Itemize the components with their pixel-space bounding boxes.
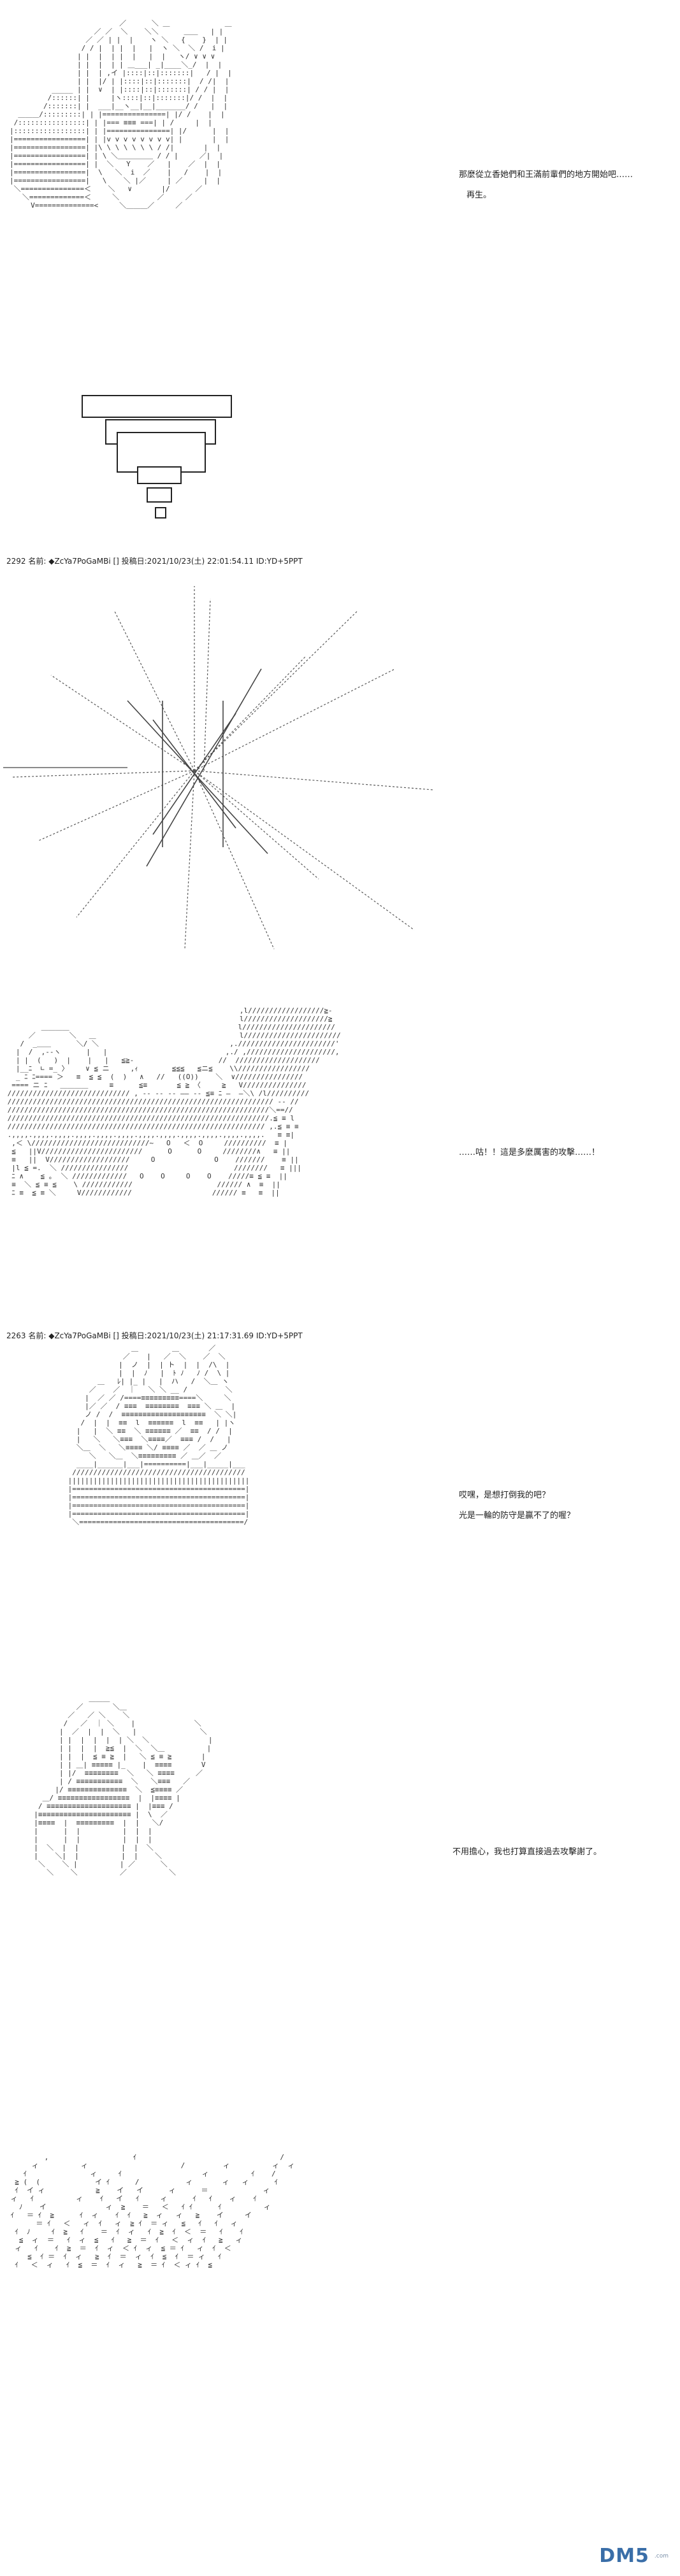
stacked-bar-1 (82, 395, 232, 418)
stacked-bar-5 (147, 487, 172, 503)
panel-7: , ｲ / ィ ィ / ィ ィ ィ ｲ ィ ｲ ィ ｲ / ≧ ( ( (0, 2102, 680, 2576)
ascii-art-figure-3: ＿＿＿ ／ ＼＿ ／ ／ ＼ ＼ / ／ ｜ ＼ | ＼ | ／ | | ＼ |… (34, 1694, 213, 1877)
dialogue-3-line-1: 哎嘿，是想打倒我的吧？ (459, 1491, 551, 1500)
dialogue-3-line-2: 光是一輪的防守是贏不了的喔？ (459, 1511, 575, 1521)
ascii-art-scatter: , ｲ / ィ ィ / ィ ィ ィ ｲ ィ ｲ ィ ｲ / ≧ ( ( (10, 2153, 295, 2269)
post-header-1: 2292 名前: ◆ZcYa7PoGaMBi [] 投稿日:2021/10/23… (6, 557, 303, 566)
dialogue-2: ……咕！！這是多麼厲害的攻擊……！ (459, 1148, 600, 1157)
panel-3 (0, 573, 680, 955)
panel-2 (0, 382, 680, 548)
watermark-logo: DM5 .com (599, 2545, 669, 2567)
dialogue-1-line-2: 再生。 (467, 190, 492, 200)
ascii-art-figure-1: ／ ＼ ＿ ＿ ／ ／ ＼ ＼＼ ＿＿ | | ／ ／ | | | ヽ ＼ { … (10, 19, 232, 210)
panel-4: ,l//////////////////≧- l////////////////… (0, 994, 680, 1325)
panel-1: ／ ＼ ＿ ＿ ／ ／ ＼ ＼＼ ＿＿ | | ／ ／ | | | ヽ ＼ { … (0, 0, 680, 382)
dialogue-4: 不用擔心，我也打算直接過去攻擊謝了。 (452, 1847, 602, 1857)
stacked-bar-3 (117, 432, 206, 473)
watermark-text: DM5 (599, 2545, 649, 2567)
stacked-bar-6 (155, 507, 166, 519)
ascii-art-figure-2: ＿ ＿ ／ ／ | ／ ＼ ／ ＼ | ノ | | ト | | /\ | | |… (68, 1344, 250, 1526)
panel-5: ＿ ＿ ／ ／ | ／ ＼ ／ ＼ | ノ | | ト | | /\ | | |… (0, 1338, 680, 1669)
ascii-art-attack: ,l//////////////////≧- l////////////////… (7, 1006, 341, 1197)
dialogue-1-line-1: 那麼從立香她們和王滿前輩們的地方開始吧…… (459, 170, 633, 180)
stacked-bar-4 (137, 466, 182, 484)
watermark-sub: .com (654, 2552, 669, 2559)
panel-6: ＿＿＿ ／ ＼＿ ／ ／ ＼ ＼ / ／ ｜ ＼ | ＼ | ／ | | ＼ |… (0, 1682, 680, 2077)
post-header-2: 2263 名前: ◆ZcYa7PoGaMBi [] 投稿日:2021/10/23… (6, 1331, 303, 1340)
burst-lines (3, 586, 434, 950)
